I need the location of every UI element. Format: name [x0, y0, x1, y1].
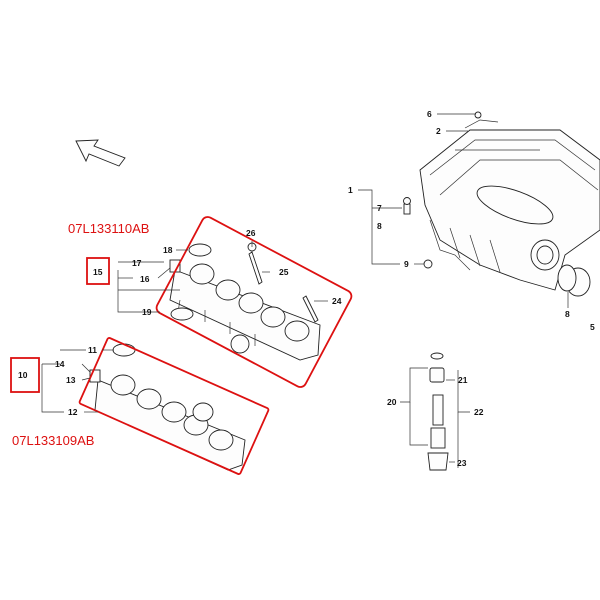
- box-callout-10: [10, 357, 40, 393]
- callout-6: 6: [427, 109, 432, 119]
- intake-manifold-upper: [419, 119, 600, 297]
- callout-5: 5: [590, 322, 595, 332]
- callout-18: 18: [163, 245, 173, 255]
- part-number-lower: 07L133109AB: [12, 433, 94, 448]
- callout-13: 13: [66, 375, 76, 385]
- callout-9: 9: [404, 259, 409, 269]
- gasket-19: [170, 307, 194, 321]
- bolt-24: [302, 295, 319, 323]
- callout-7: 7: [377, 203, 382, 213]
- callout-20: 20: [387, 397, 397, 407]
- callout-8a: 8: [377, 221, 382, 231]
- bolt-6: [474, 111, 482, 119]
- callout-8b: 8: [565, 309, 570, 319]
- callout-25: 25: [279, 267, 289, 277]
- leader-lines: [41, 113, 569, 468]
- callout-1: 1: [348, 185, 353, 195]
- callout-17: 17: [132, 258, 142, 268]
- bolt-7: [403, 197, 411, 215]
- callout-12: 12: [68, 407, 78, 417]
- sensor-assembly: [427, 352, 449, 471]
- callout-11: 11: [88, 345, 97, 355]
- callout-23: 23: [457, 458, 467, 468]
- callout-10: 10: [18, 370, 28, 380]
- callout-19: 19: [142, 307, 152, 317]
- throttle-body-lower: [94, 374, 246, 471]
- highlight-lower-group: [78, 337, 270, 475]
- nut-9: [423, 259, 433, 269]
- gasket-8: [557, 264, 577, 292]
- box-callout-15: [86, 257, 110, 285]
- callout-15: 15: [93, 267, 103, 277]
- bolt-25: [248, 251, 263, 285]
- callout-24: 24: [332, 296, 342, 306]
- part-number-upper: 07L133110AB: [68, 221, 149, 236]
- callout-14: 14: [55, 359, 65, 369]
- orientation-arrow: [75, 139, 126, 167]
- gasket-18: [188, 243, 212, 257]
- callout-2: 2: [436, 126, 441, 136]
- highlight-upper-group: [155, 216, 353, 388]
- throttle-body-upper: [169, 263, 321, 361]
- gasket-11: [112, 343, 136, 357]
- sensor-13: [89, 369, 101, 383]
- callout-21: 21: [458, 375, 468, 385]
- callout-22: 22: [474, 407, 484, 417]
- callout-16: 16: [140, 274, 150, 284]
- callout-26: 26: [246, 228, 256, 238]
